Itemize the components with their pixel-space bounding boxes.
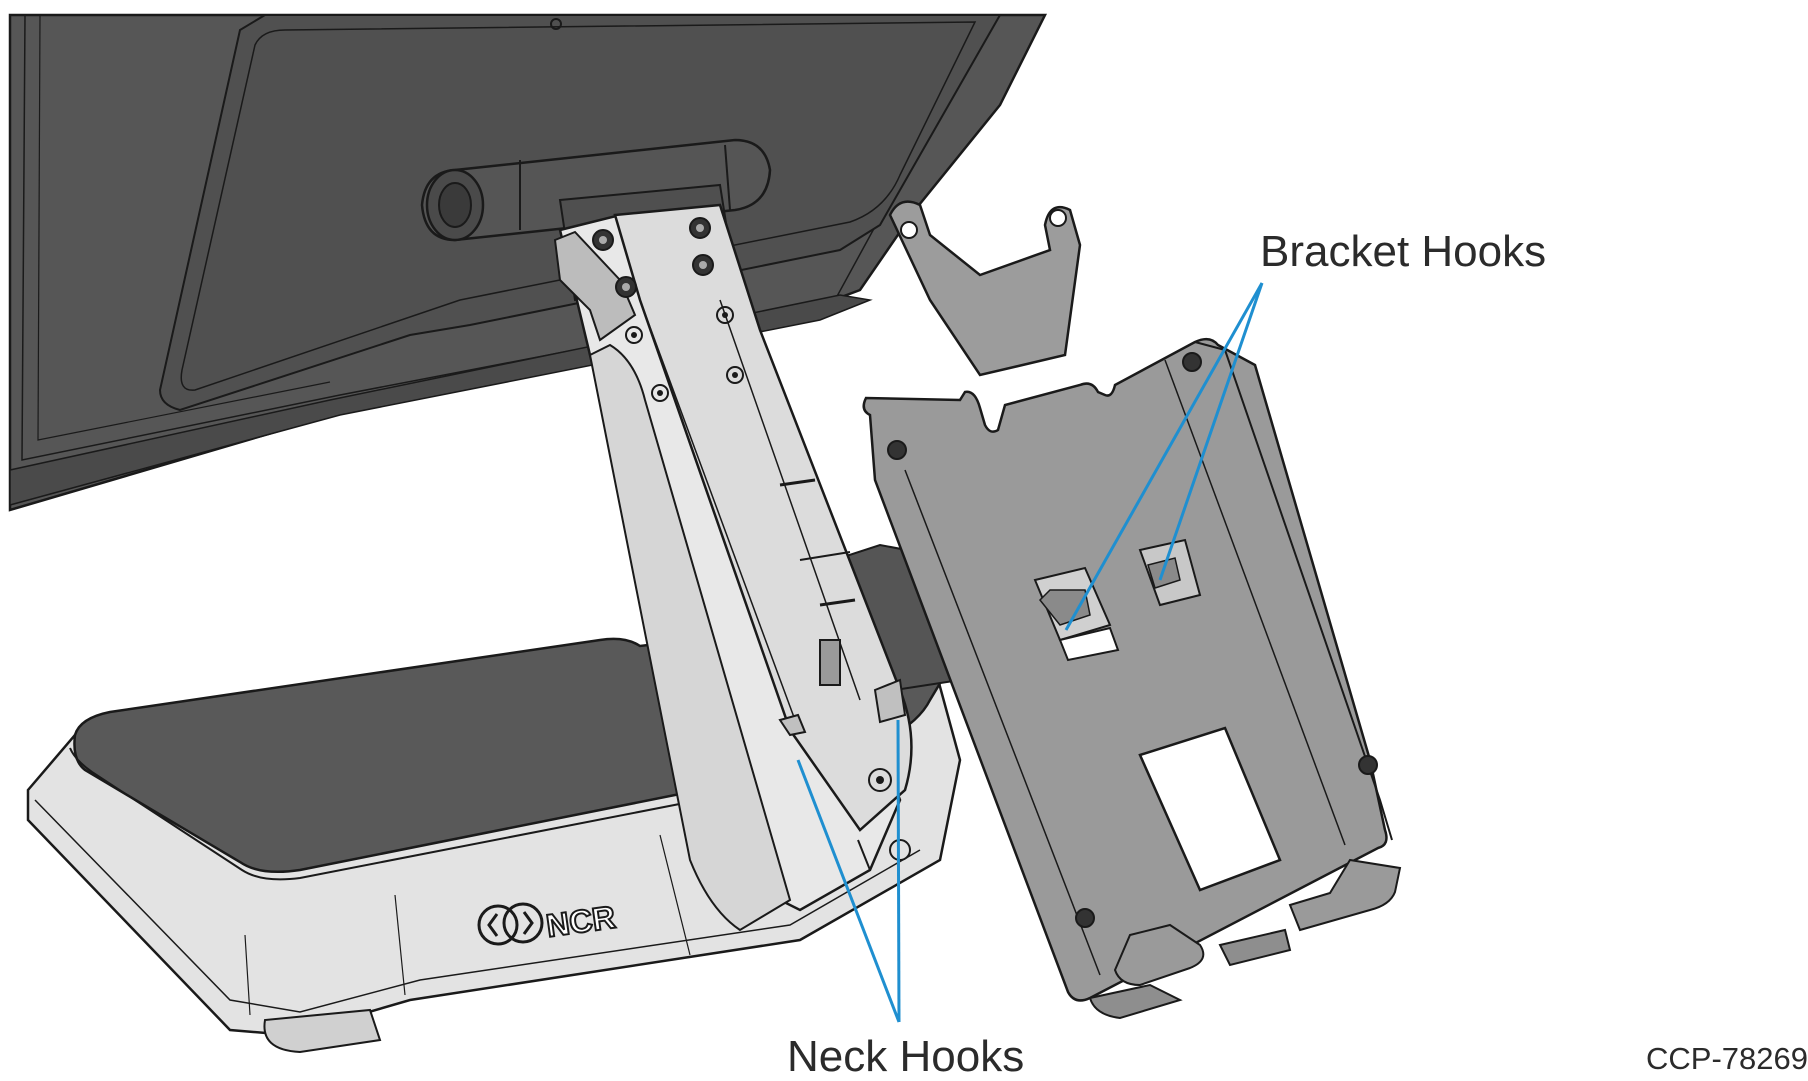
display-housing xyxy=(8,13,1048,512)
neck-hooks-label: Neck Hooks xyxy=(787,1032,1025,1081)
mounting-bracket xyxy=(862,200,1402,1020)
bracket-hooks-label: Bracket Hooks xyxy=(1260,227,1547,276)
stand-neck xyxy=(553,203,913,932)
leader-lines xyxy=(796,282,1264,1023)
ncr-logo: NCR xyxy=(477,898,619,946)
svg-text:NCR: NCR xyxy=(544,899,618,944)
drawing-id-label: CCP-78269 xyxy=(1646,1041,1808,1076)
